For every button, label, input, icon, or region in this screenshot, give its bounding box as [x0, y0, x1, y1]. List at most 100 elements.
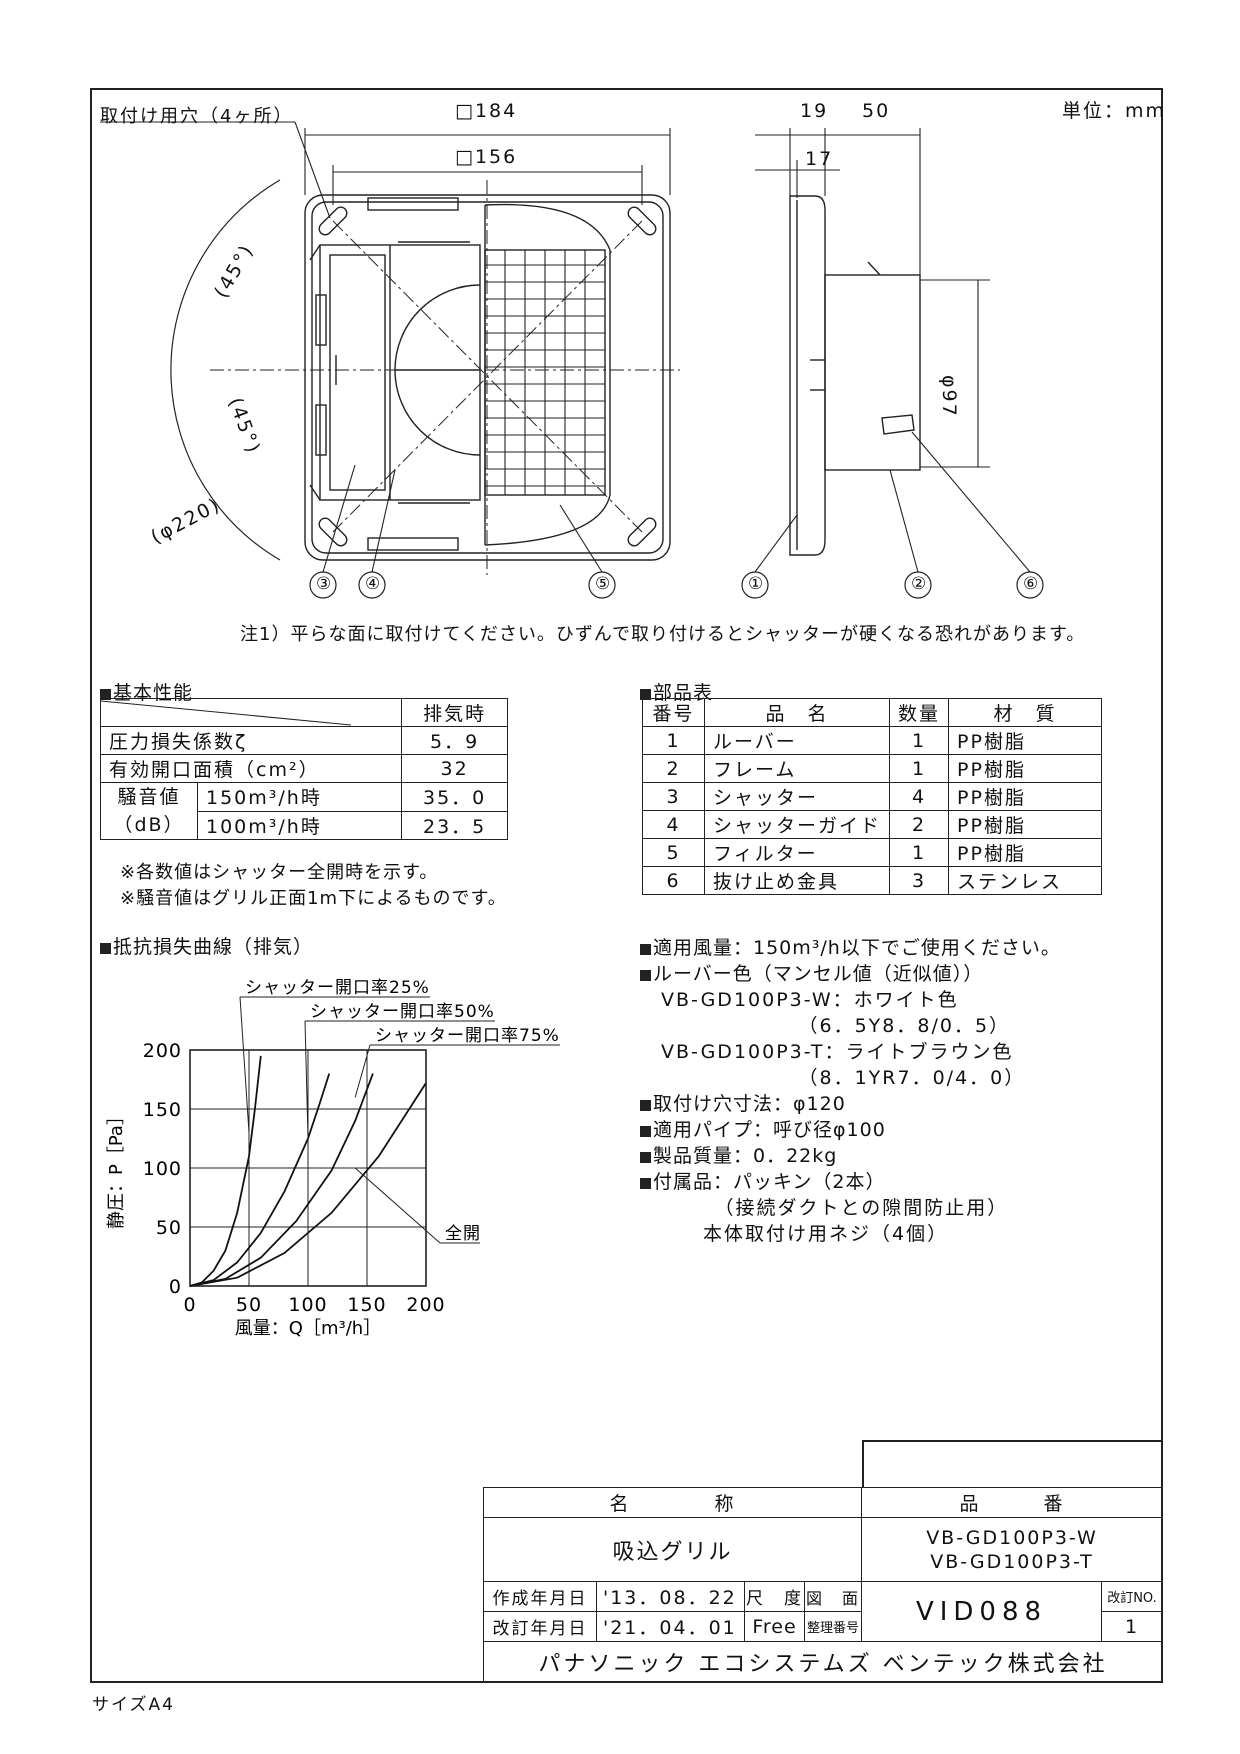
part-material: PP樹脂	[948, 754, 1102, 783]
x-tick-label: 100	[288, 1294, 327, 1316]
y-tick-label: 50	[156, 1217, 182, 1239]
label-leader	[239, 996, 250, 1133]
part-qty: 4	[889, 782, 950, 811]
x-tick-label: 0	[183, 1294, 196, 1316]
name-header: 名 称	[482, 1487, 863, 1518]
y-tick-label: 0	[169, 1276, 182, 1298]
parts-row: 2 フレーム 1 PP樹脂	[642, 754, 1102, 783]
performance-corner-cell	[99, 698, 403, 727]
callout-6: ⑥	[1023, 574, 1041, 594]
performance-note: ※騒音値はグリル正面1m下によるものです。	[120, 888, 507, 909]
part-qty: 1	[889, 754, 950, 783]
y-tick-label: 150	[143, 1099, 182, 1121]
parts-header: 番号	[642, 698, 705, 727]
side-view	[789, 195, 921, 556]
revised-date: '21．04．01	[596, 1611, 745, 1642]
spec-line: VB-GD100P3-W：ホワイト色	[640, 989, 959, 1011]
parts-row: 3 シャッター 4 PP樹脂	[642, 782, 1102, 811]
part-no-1: VB-GD100P3-W	[926, 1526, 1098, 1549]
dim-156: □156	[455, 146, 518, 168]
y-axis-label: 静圧：P［Pa］	[106, 1107, 127, 1229]
resistance-chart: 0 50 100 150 200 0 50 100 150 200 風量：Q［m³/h］ 静圧：P［P…	[106, 978, 560, 1339]
x-tick-label: 150	[347, 1294, 386, 1316]
spec-line: VB-GD100P3-T：ライトブラウン色	[640, 1041, 1014, 1063]
parts-table: 番号 品 名 数量 材 質 1 ルーバー 1 PP樹脂 2 フレーム 1 PP樹…	[642, 698, 1102, 895]
part-header: 品 番	[861, 1487, 1163, 1518]
part-material: PP樹脂	[948, 782, 1102, 811]
series-line	[189, 1073, 331, 1287]
parts-row: 4 シャッターガイド 2 PP樹脂	[642, 810, 1102, 839]
noise-label: 騒音値 （dB）	[100, 782, 198, 840]
part-qty: 1	[889, 838, 950, 867]
title-block-blank	[862, 1440, 1163, 1487]
part-name: フィルター	[703, 838, 891, 867]
dim-50: 50	[862, 100, 891, 122]
drawing-frame	[90, 88, 1163, 1683]
callout-5: ⑤	[595, 574, 613, 594]
noise-row-label: 150m³/h時	[196, 782, 403, 812]
part-qty: 3	[889, 866, 950, 895]
y-tick-label: 200	[143, 1040, 182, 1062]
x-tick-label: 200	[406, 1294, 445, 1316]
series-label: シャッター開口率25%	[245, 978, 430, 998]
part-no: 1	[642, 726, 705, 755]
x-tick-label: 50	[236, 1294, 262, 1316]
parts-header: 材 質	[948, 698, 1102, 727]
part-name: シャッター	[703, 782, 891, 811]
performance-row-label: 有効開口面積（cm²）	[99, 754, 403, 783]
part-name: 抜け止め金具	[703, 866, 891, 895]
specs-block: 適用風量：150m³/h以下でご使用ください。 ルーバー色（マンセル値（近似値）…	[640, 935, 1160, 1247]
drawing-label-1: 図 面	[803, 1581, 863, 1612]
part-name: シャッターガイド	[703, 810, 891, 839]
parts-row: 6 抜け止め金具 3 ステンレス	[642, 866, 1102, 895]
series-label: 全開	[445, 1224, 481, 1244]
y-tick-label: 100	[143, 1158, 182, 1180]
series-label: シャッター開口率50%	[310, 1002, 495, 1022]
created-label: 作成年月日	[483, 1581, 597, 1612]
spec-line: ルーバー色（マンセル値（近似値））	[640, 961, 1160, 987]
product-name: 吸込グリル	[482, 1517, 863, 1582]
part-no: 5	[642, 838, 705, 867]
spec-line: 適用風量：150m³/h以下でご使用ください。	[640, 935, 1160, 961]
chart-heading: 抵抗損失曲線（排気）	[100, 932, 313, 959]
part-name: フレーム	[703, 754, 891, 783]
performance-row-value: 32	[401, 754, 508, 783]
series-line	[189, 1055, 262, 1287]
parts-header: 数量	[889, 698, 950, 727]
part-no: 3	[642, 782, 705, 811]
part-no: 4	[642, 810, 705, 839]
part-qty: 1	[889, 726, 950, 755]
noise-row-value: 23．5	[401, 810, 508, 840]
callout-4: ④	[365, 574, 383, 594]
spec-line: 取付け穴寸法：φ120	[640, 1091, 1160, 1117]
mounting-note: 注1）平らな面に取付けてください。ひずんで取り付けるとシャッターが硬くなる恐れが…	[240, 624, 1086, 645]
dim-184: □184	[455, 100, 518, 122]
series-line	[189, 1082, 427, 1287]
title-block: 名 称 品 番 吸込グリル VB-GD100P3-W VB-GD100P3-T …	[482, 1487, 1163, 1682]
revised-label: 改訂年月日	[483, 1611, 597, 1642]
part-no-2: VB-GD100P3-T	[930, 1550, 1094, 1573]
callout-2: ②	[911, 574, 929, 594]
part-no: 6	[642, 866, 705, 895]
x-axis-label: 風量：Q［m³/h］	[235, 1318, 381, 1339]
louver-grid	[485, 250, 605, 495]
spec-line: 製品質量：0．22kg	[640, 1143, 1160, 1169]
rev-no: 1	[1101, 1611, 1163, 1642]
rev-label: 改訂NO.	[1101, 1581, 1163, 1612]
part-material: PP樹脂	[948, 726, 1102, 755]
part-no: 2	[642, 754, 705, 783]
part-material: ステンレス	[948, 866, 1102, 895]
dim-19: 19	[800, 100, 829, 122]
noise-label-1: 騒音値	[117, 786, 181, 808]
created-date: '13．08．22	[596, 1581, 745, 1612]
performance-note: ※各数値はシャッター全開時を示す。	[120, 862, 439, 883]
dim-17: 17	[805, 148, 834, 170]
part-qty: 2	[889, 810, 950, 839]
spec-line: （接続ダクトとの隙間防止用）	[640, 1197, 1009, 1219]
mount-hole-label: 取付け用穴（4ヶ所）	[100, 106, 294, 127]
parts-header: 品 名	[703, 698, 891, 727]
label-leader	[354, 1167, 441, 1244]
spec-line: 付属品：パッキン（2本）	[640, 1169, 1160, 1195]
performance-col-header: 排気時	[401, 698, 508, 727]
company-name: パナソニック エコシステムズ ベンテック株式会社	[483, 1641, 1163, 1682]
